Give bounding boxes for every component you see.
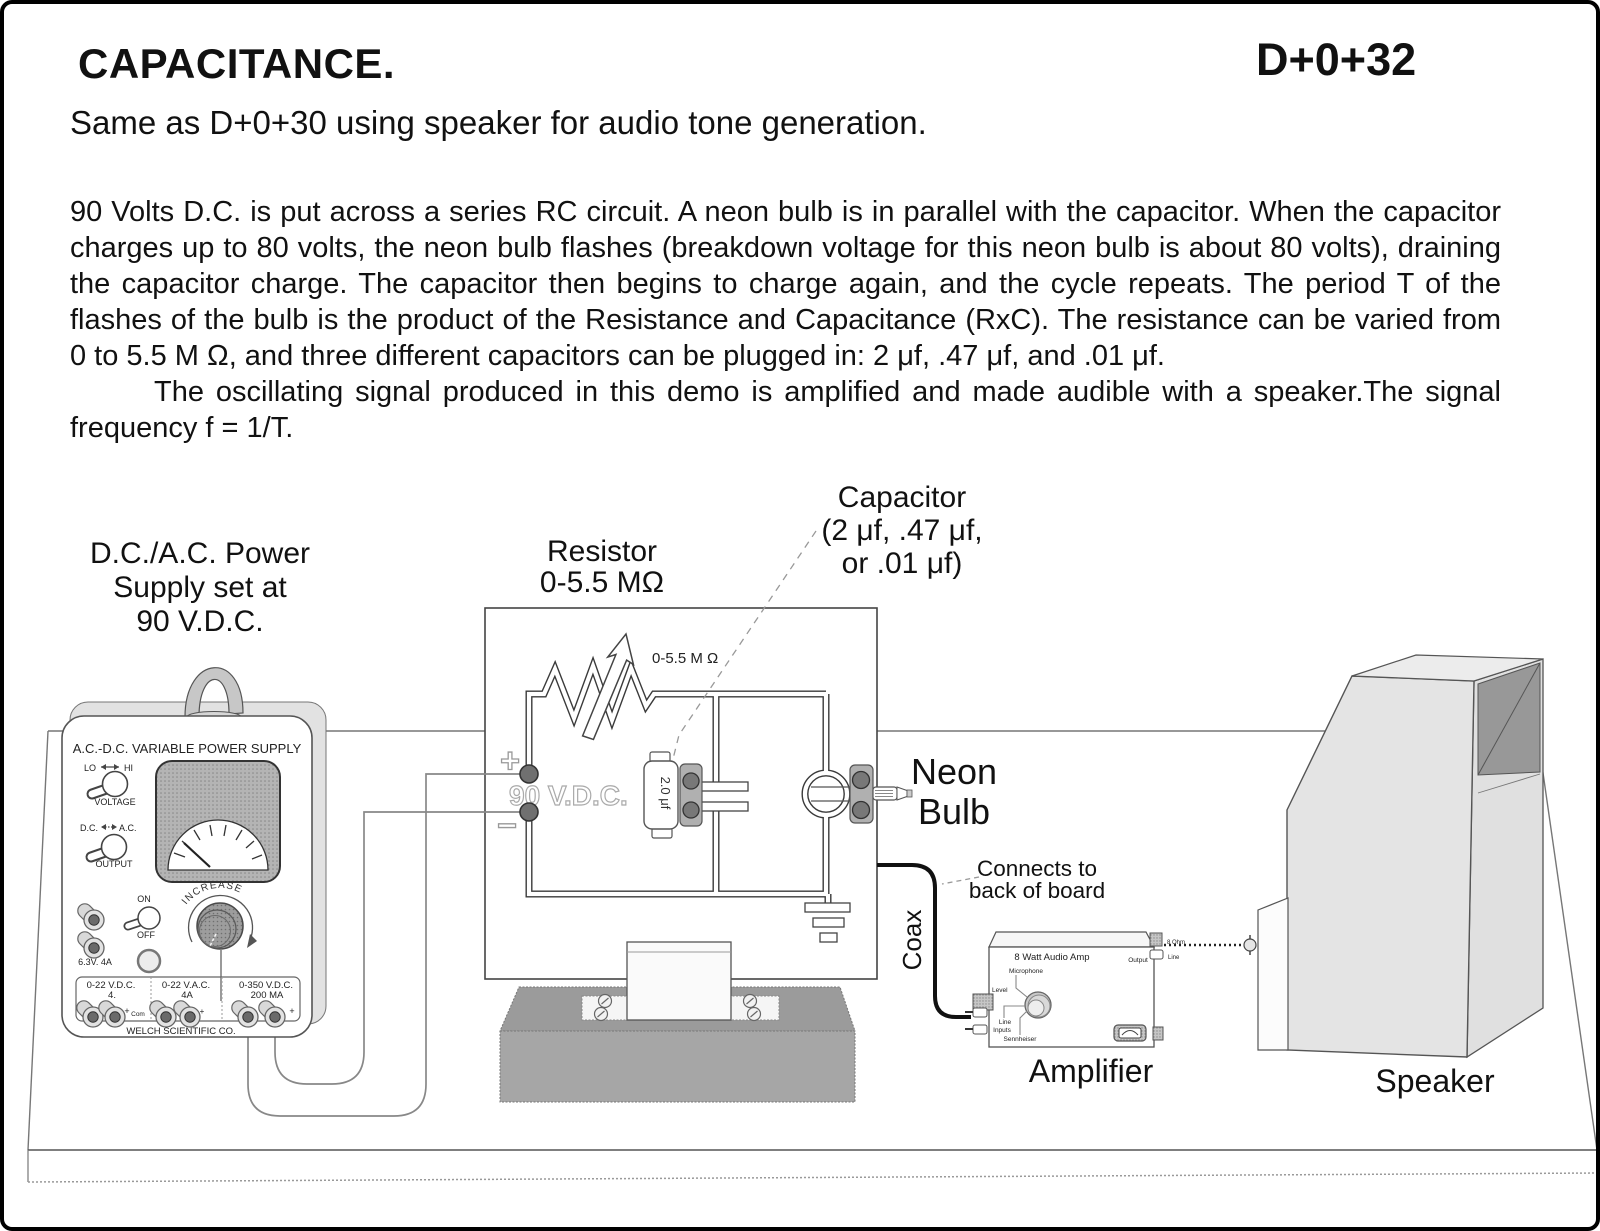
demo-diagram: 0-5.5 M Ω 90 V.D.C. + − 2.0 μf [27, 530, 1596, 1183]
power-supply-label-line: 90 V.D.C. [136, 605, 264, 638]
board-support [626, 941, 732, 1021]
voltage-knob [86, 770, 129, 800]
coax-label: Coax [897, 910, 927, 971]
speaker-label: Speaker [1375, 1063, 1495, 1099]
amp-input-jack [972, 1024, 988, 1035]
amp-title: 8 Watt Audio Amp [1014, 952, 1089, 963]
psu-sign: + [289, 1006, 294, 1016]
power-supply-unit: A.C.-D.C. VARIABLE POWER SUPPLY LO HI VO… [61, 667, 327, 1038]
description-paragraph-2: The oscillating signal produced in this … [70, 376, 1501, 444]
resistor-label: Resistor 0-5.5 MΩ [522, 536, 682, 598]
amp-microphone-label: Microphone [1009, 968, 1043, 975]
board-connector-strip [849, 764, 874, 824]
psu-sign: + [124, 1006, 129, 1016]
demo-code: D+0+32 [1256, 34, 1417, 85]
amp-input-jack [972, 1007, 988, 1018]
amp-8ohm-connector [1149, 932, 1163, 947]
power-supply-label: D.C./A.C. Power Supply set at 90 V.D.C. [66, 537, 334, 639]
neon-bulb-glyph [872, 786, 913, 801]
psu-voltage-label: VOLTAGE [94, 797, 135, 807]
handle [184, 667, 244, 718]
board-resistor-value: 0-5.5 M Ω [652, 650, 718, 667]
psu-sec1-amps: 4. [108, 990, 116, 1001]
psu-output-label: OUTPUT [96, 859, 134, 869]
amp-output-label: Output [1128, 957, 1148, 964]
speaker-terminal-box [1257, 897, 1289, 1051]
psu-on-label: ON [137, 894, 151, 904]
psu-sec2-amps: 4A [181, 990, 193, 1001]
amp-selector-knob [1024, 991, 1052, 1019]
meter-needle [183, 842, 211, 868]
output-knob [85, 833, 128, 863]
coax-cable [877, 863, 971, 1019]
power-supply-label-line: Supply set at [113, 571, 287, 604]
amp-line-in-label: Line [999, 1019, 1012, 1026]
resistor-label-line: Resistor [546, 535, 658, 568]
amp-power-switch [1113, 1024, 1147, 1042]
speaker-cabinet [1243, 654, 1544, 1059]
connects-note: Connects to back of board [957, 858, 1117, 901]
capacitor-label-line: or .01 μf) [841, 547, 963, 580]
psu-title: A.C.-D.C. VARIABLE POWER SUPPLY [73, 741, 302, 756]
psu-aux-label: 6.3V. 4A [78, 957, 112, 967]
psu-sign: Com [131, 1011, 145, 1018]
capacitor-component: 2.0 μf [643, 751, 703, 839]
amp-ohm-label: 8 Ohm [1167, 940, 1185, 946]
amp-sennheiser-label: Sennheiser [1004, 1036, 1038, 1043]
amp-line-out-label: Line [1168, 955, 1180, 961]
psu-brand: WELCH SCIENTIFIC CO. [126, 1026, 235, 1037]
connects-note-line: back of board [968, 877, 1106, 903]
description: 90 Volts D.C. is put across a series RC … [70, 194, 1501, 446]
psu-hi-label: HI [124, 763, 133, 773]
psu-off-label: OFF [137, 930, 155, 940]
connects-leader-line [941, 876, 980, 885]
description-paragraph-1: 90 Volts D.C. is put across a series RC … [70, 196, 1501, 372]
amp-inputs-label: Inputs [993, 1027, 1011, 1034]
board-minus-sign: − [497, 807, 517, 845]
variable-resistor-arrow [581, 632, 635, 741]
psu-sec3-label: 0-350 V.D.C. [239, 980, 293, 991]
board-plus-sign: + [500, 742, 520, 780]
psu-sec1-label: 0-22 V.D.C. [87, 980, 136, 991]
capacitor-label: Capacitor (2 μf, .47 μf, or .01 μf) [802, 481, 1002, 580]
amp-level-label: Level [992, 987, 1008, 994]
circuit-traces [525, 655, 851, 903]
speaker-plug [1243, 938, 1257, 952]
amplifier-label: Amplifier [1028, 1053, 1154, 1089]
terminal-post-minus [519, 802, 539, 822]
power-supply-label-line: D.C./A.C. Power [89, 537, 311, 570]
resistor-label-line: 0-5.5 MΩ [539, 566, 665, 599]
increase-knob: INCREASE [180, 880, 257, 1001]
neon-bulb-symbol [811, 786, 852, 802]
psu-sign: + [200, 1007, 205, 1016]
amp-side-connector [1152, 1026, 1164, 1041]
ground-symbol [804, 902, 851, 943]
psu-ac-label: A.C. [119, 823, 137, 833]
neon-bulb-label-line: Bulb [917, 791, 991, 832]
capacitor-label-line: (2 μf, .47 μf, [821, 514, 983, 547]
neon-bulb-label: Neon Bulb [903, 752, 1005, 832]
pilot-light [136, 948, 162, 974]
connects-note-line: Connects to [976, 856, 1098, 881]
terminal-post-plus [519, 764, 539, 784]
psu-sec3-amps: 200 MA [251, 990, 284, 1001]
capacitor-label-line: Capacitor [837, 481, 967, 514]
psu-sec2-label: 0-22 V.A.C. [162, 980, 210, 991]
page-title: CAPACITANCE. [78, 40, 396, 87]
amp-line-out-jack [1149, 949, 1164, 960]
capacitor-value-text: 2.0 μf [658, 777, 673, 810]
subtitle: Same as D+0+30 using speaker for audio t… [70, 104, 927, 141]
neon-bulb-label-line: Neon [910, 751, 998, 792]
psu-lo-label: LO [84, 763, 96, 773]
analog-meter [155, 760, 281, 883]
power-toggle [123, 906, 161, 931]
connection-wires [247, 773, 524, 1117]
capacitor-leader-line [672, 530, 817, 760]
amplifier-box: 8 Watt Audio Amp Output 8 Ohm Line Level [965, 931, 1185, 1048]
psu-dc-label: D.C. [80, 823, 98, 833]
